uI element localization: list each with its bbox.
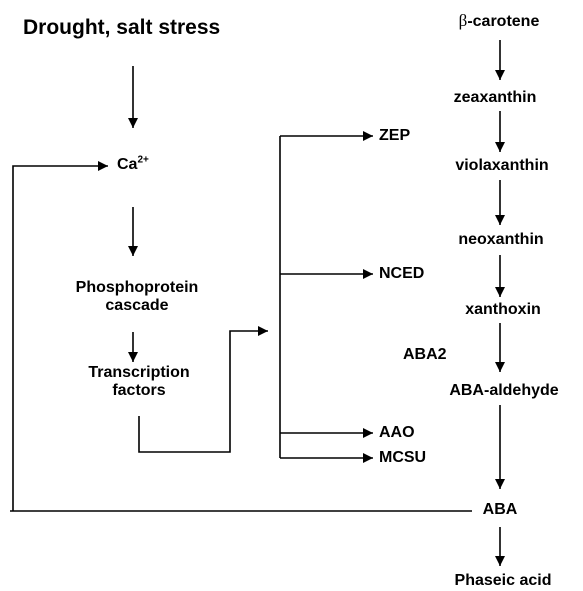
phospho-line1: Phosphoprotein — [75, 279, 199, 296]
ca-charge: 2+ — [137, 154, 149, 166]
arrow-feedback-to-ca — [12, 161, 108, 511]
beta-symbol: β — [458, 11, 468, 30]
aba-aldehyde-node: ABA-aldehyde — [449, 382, 559, 399]
enzyme-aba2: ABA2 — [403, 346, 447, 363]
ca-node: Ca2+ — [117, 154, 149, 174]
zeaxanthin-node: zeaxanthin — [453, 89, 537, 106]
phospho-line2: cascade — [105, 297, 169, 315]
tf-line2: factors — [112, 382, 166, 400]
violaxanthin-node: violaxanthin — [455, 157, 549, 174]
carotene-label: -carotene — [467, 13, 540, 30]
stress-title: Drought, salt stress — [23, 16, 221, 39]
enzyme-nced: NCED — [379, 265, 425, 282]
carotene-node: β-carotene — [459, 11, 540, 31]
phaseic-acid-node: Phaseic acid — [454, 572, 552, 589]
enzyme-aao: AAO — [379, 424, 415, 441]
tf-line1: Transcription — [88, 364, 190, 381]
aba-node: ABA — [482, 501, 518, 518]
phospho-node: Phosphoprotein cascade — [76, 279, 199, 316]
ca-label: Ca — [117, 156, 138, 173]
xanthoxin-node: xanthoxin — [465, 301, 541, 318]
enzyme-zep: ZEP — [379, 127, 411, 144]
tf-node: Transcription factors — [88, 364, 189, 401]
neoxanthin-node: neoxanthin — [458, 231, 544, 248]
connector-tf-to-bracket — [138, 326, 268, 453]
enzyme-mcsu: MCSU — [379, 449, 427, 466]
